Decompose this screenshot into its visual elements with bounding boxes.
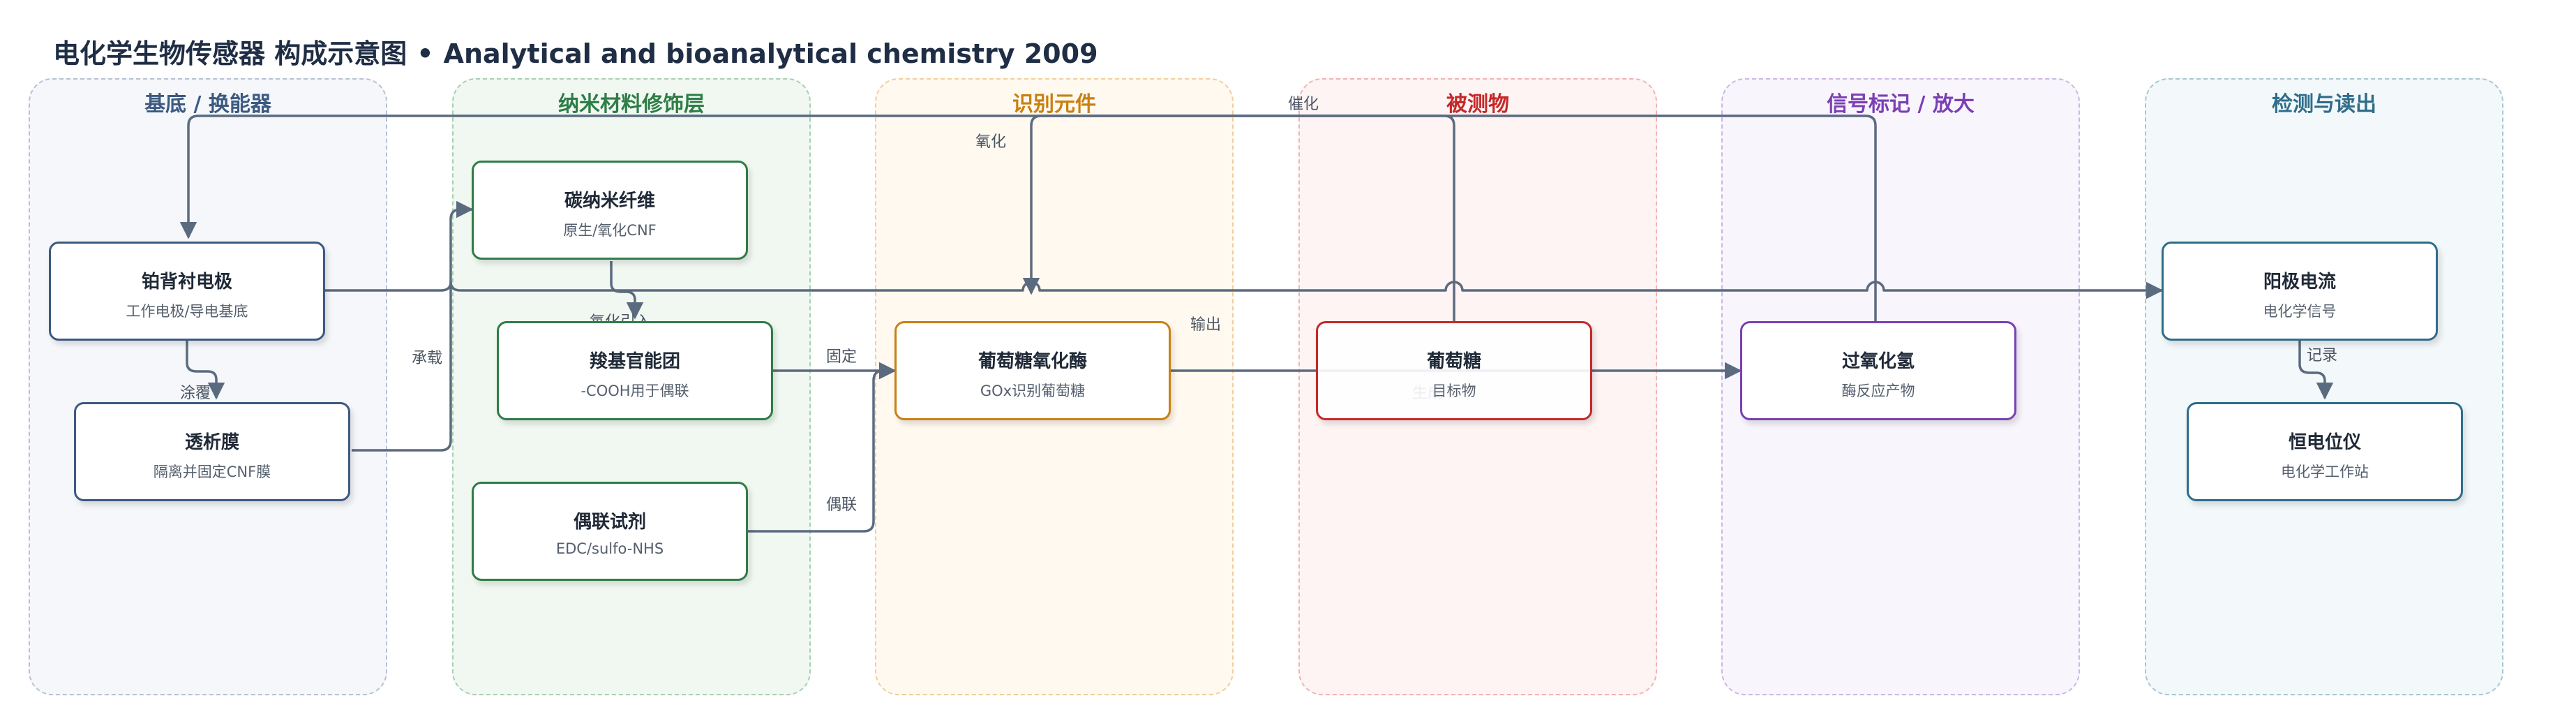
node-carboxyl-subtitle: -COOH用于偶联: [581, 383, 689, 399]
lane-substrate: [29, 78, 387, 695]
title-zh: 电化学生物传感器 构成示意图: [53, 38, 407, 69]
edge-label-couple: 偶联: [826, 496, 857, 514]
edge-label-record: 记录: [2307, 347, 2337, 364]
edge-label-support: 承载: [412, 350, 442, 367]
lane-title-signal: 信号标记 / 放大: [1827, 92, 1975, 117]
node-carboxyl-title: 羧基官能团: [589, 351, 680, 372]
edge-label-output: 输出: [1190, 316, 1221, 334]
edge-oxidize-intro: [610, 261, 644, 320]
node-glucose-subtitle: 目标物: [1432, 383, 1476, 399]
edge-label-catalyze: 催化: [1288, 96, 1319, 113]
node-cnf-title: 碳纳米纤维: [564, 191, 655, 212]
edge-coat: [186, 341, 225, 400]
title-separator: •: [417, 38, 434, 69]
node-glucose-title: 葡萄糖: [1426, 351, 1481, 372]
edge-support: [352, 200, 474, 452]
edge-catalyze: [1022, 114, 1877, 321]
edge-generate: [179, 114, 1455, 321]
node-anodic-subtitle: 电化学信号: [2263, 303, 2337, 320]
lane-title-recognition: 识别元件: [1012, 92, 1096, 117]
edge-couple: [748, 362, 897, 533]
node-dialysis[interactable]: 透析膜 隔离并固定CNF膜: [74, 402, 350, 501]
node-coupling[interactable]: 偶联试剂 EDC/sulfo-NHS: [472, 482, 748, 581]
edge-record: [2298, 341, 2334, 400]
node-coupling-subtitle: EDC/sulfo-NHS: [555, 540, 664, 557]
node-h2o2-title: 过氧化氢: [1841, 351, 1915, 372]
title-en: Analytical and bioanalytical chemistry 2…: [443, 38, 1098, 69]
node-pt-electrode-subtitle: 工作电极/导电基底: [126, 303, 248, 320]
node-coupling-title: 偶联试剂: [573, 512, 646, 533]
lane-title-analyte: 被测物: [1446, 92, 1509, 117]
edge-label-coat: 涂覆: [180, 385, 211, 402]
lane-title-substrate: 基底 / 换能器: [144, 92, 271, 117]
edge-signal: [325, 281, 2164, 299]
node-gox-title: 葡萄糖氧化酶: [978, 351, 1087, 372]
edge-label-oxidation: 氧化: [975, 133, 1006, 151]
node-h2o2[interactable]: 过氧化氢 酶反应产物: [1740, 321, 2016, 420]
page-title: 电化学生物传感器 构成示意图 • Analytical and bioanalyti…: [53, 32, 1098, 71]
node-glucose[interactable]: 葡萄糖 目标物: [1316, 321, 1592, 420]
lane-title-readout: 检测与读出: [2272, 92, 2376, 117]
edge-label-immobilize: 固定: [826, 348, 857, 366]
node-pt-electrode[interactable]: 铂背衬电极 工作电极/导电基底: [49, 242, 325, 341]
node-dialysis-subtitle: 隔离并固定CNF膜: [153, 464, 271, 480]
node-potentiostat-title: 恒电位仪: [2288, 432, 2361, 453]
node-cnf[interactable]: 碳纳米纤维 原生/氧化CNF: [472, 161, 748, 260]
node-cnf-subtitle: 原生/氧化CNF: [563, 222, 657, 239]
node-gox-subtitle: GOx识别葡萄糖: [980, 383, 1086, 399]
node-pt-electrode-title: 铂背衬电极: [141, 272, 232, 293]
node-gox[interactable]: 葡萄糖氧化酶 GOx识别葡萄糖: [894, 321, 1171, 420]
node-h2o2-subtitle: 酶反应产物: [1841, 383, 1915, 399]
node-anodic-title: 阳极电流: [2263, 272, 2336, 293]
node-potentiostat[interactable]: 恒电位仪 电化学工作站: [2187, 402, 2463, 501]
lane-title-nano: 纳米材料修饰层: [558, 92, 705, 117]
node-carboxyl[interactable]: 羧基官能团 -COOH用于偶联: [497, 321, 773, 420]
node-potentiostat-subtitle: 电化学工作站: [2281, 464, 2369, 480]
node-anodic[interactable]: 阳极电流 电化学信号: [2162, 242, 2438, 341]
node-dialysis-title: 透析膜: [184, 432, 239, 453]
